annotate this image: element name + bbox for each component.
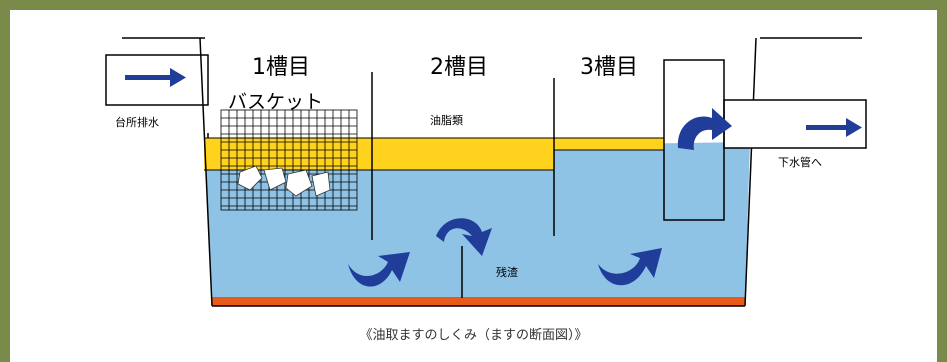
grease-layer-1 <box>204 138 372 170</box>
inlet-pipe <box>105 54 209 106</box>
flow-arrow-icon <box>598 248 662 286</box>
inlet-arrow-icon <box>125 68 186 87</box>
basket-debris <box>237 165 331 197</box>
diagram-caption: 《油取ますのしくみ（ますの断面図）》 <box>359 328 588 343</box>
tank-2-label: 2槽目 <box>430 55 488 80</box>
basket-label: バスケット <box>228 91 323 113</box>
tank-1-label: 1槽目 <box>252 55 310 80</box>
outlet-arrow-icon <box>806 118 862 137</box>
tank-3-label: 3槽目 <box>580 55 638 80</box>
residue-label: 残渣 <box>496 265 518 279</box>
flow-arrow-icon <box>436 218 492 256</box>
tank-outline <box>122 37 862 307</box>
grease-label: 油脂類 <box>430 113 463 127</box>
residue-layer <box>212 297 745 306</box>
grease-layer-2 <box>372 138 554 170</box>
inlet-label: 台所排水 <box>115 115 159 129</box>
partitions <box>371 72 555 298</box>
flow-arrow-icon <box>677 108 732 150</box>
basket-grid <box>220 109 358 211</box>
grease-layer-3 <box>554 138 664 150</box>
flow-arrow-icon <box>348 252 410 287</box>
outlet-pipe <box>723 99 867 149</box>
outlet-label: 下水管へ <box>778 155 822 169</box>
outlet-riser <box>663 59 725 221</box>
